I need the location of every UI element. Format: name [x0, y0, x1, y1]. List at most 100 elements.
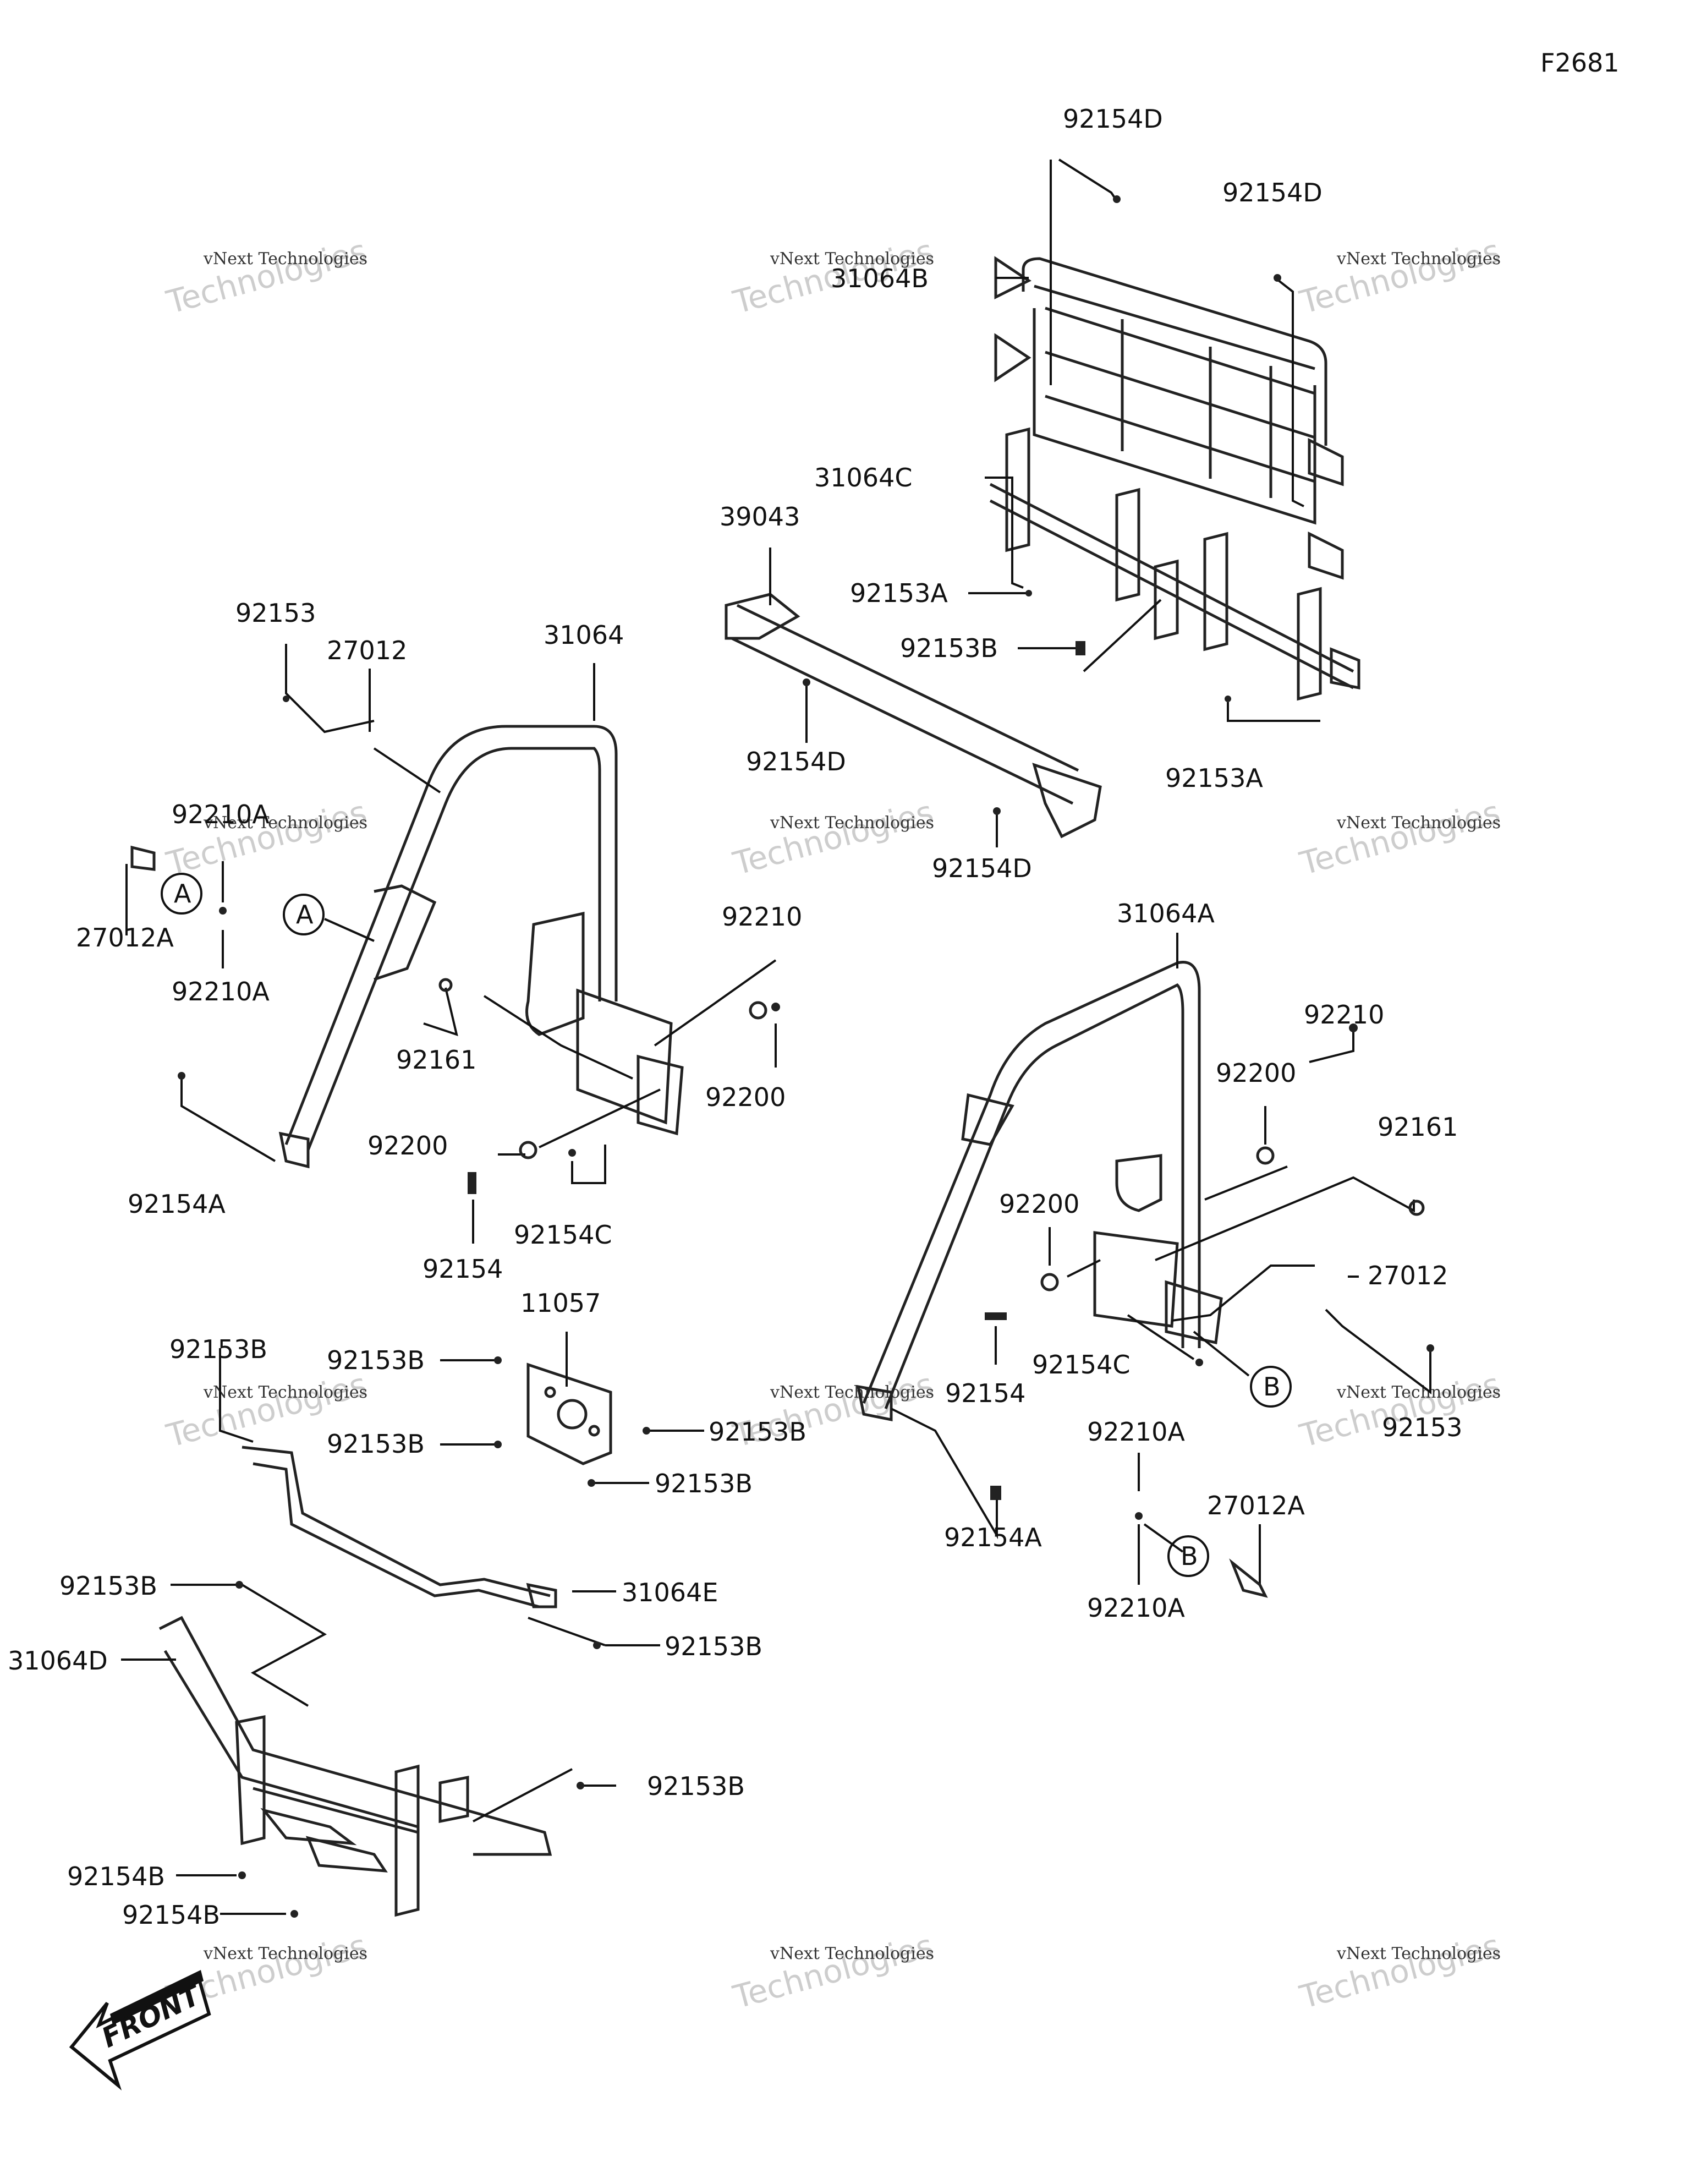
washer-92200-right: [1256, 1146, 1275, 1165]
callout-27012a-right: 27012A: [1207, 1491, 1305, 1520]
ref-b-right-label: B: [1263, 1372, 1281, 1402]
watermark-front: vNext Technologies: [770, 1383, 934, 1402]
watermark-front: vNext Technologies: [770, 813, 934, 833]
fastener-92153-left: [283, 696, 289, 702]
part-11057-plate: [526, 1362, 612, 1465]
callout-92154d-top: 92154D: [1063, 104, 1163, 134]
fastener-92153-right: [1426, 1344, 1434, 1352]
callout-27012a-left: 27012A: [76, 923, 174, 953]
fastener-92154d-top: [1113, 195, 1121, 203]
figure-code: F2681: [1540, 48, 1620, 78]
watermark-back: Technologies: [729, 793, 937, 882]
callout-92200-right: 92200: [1216, 1058, 1296, 1088]
callout-31064d: 31064D: [8, 1646, 108, 1676]
fastener-92153b-c: [643, 1427, 650, 1435]
fastener-92154d-mid: [803, 678, 810, 686]
fasteners: [130, 195, 1434, 1918]
watermark-back: Technologies: [729, 1926, 937, 2016]
ref-a-mid: A: [283, 894, 325, 935]
watermark-front: vNext Technologies: [203, 1383, 367, 1402]
watermark-front: vNext Technologies: [1336, 1944, 1501, 1963]
watermark-front: vNext Technologies: [1336, 249, 1501, 269]
callout-92200-mid-right: 92200: [999, 1189, 1079, 1219]
fastener-92154b-b: [290, 1910, 298, 1918]
callout-92161-right: 92161: [1378, 1112, 1458, 1142]
watermark-back: Technologies: [1296, 1926, 1504, 2016]
callout-92210a-left-bottom: 92210A: [172, 977, 270, 1006]
callout-92153b-e: 92153B: [655, 1469, 753, 1498]
watermark-top-left: Technologies vNext Technologies: [162, 232, 370, 321]
fastener-92154a-right: [990, 1486, 1001, 1500]
fastener-92210-right: [1349, 1023, 1358, 1032]
part-31064d-front-bumper: [158, 1616, 552, 1917]
watermark-front: vNext Technologies: [770, 249, 934, 269]
callout-92210-left: 92210: [722, 902, 802, 932]
callout-31064c: 31064C: [814, 463, 912, 492]
callout-92154a-right: 92154A: [944, 1523, 1042, 1552]
fastener-92154d-lower: [993, 807, 1001, 815]
fastener-92210-left: [771, 1003, 780, 1011]
callout-92210a-left-top: 92210A: [172, 800, 270, 829]
callout-92154d-right: 92154D: [1222, 178, 1323, 207]
fastener-92153b-e: [593, 1641, 601, 1649]
fastener-92154c-right: [1195, 1359, 1203, 1366]
callout-92153b-g: 92153B: [665, 1632, 762, 1661]
callout-92154c-left: 92154C: [514, 1220, 612, 1250]
callout-92210a-right-bottom: 92210A: [1087, 1593, 1185, 1623]
watermark-mid-right: Technologies vNext Technologies: [1296, 793, 1504, 882]
callout-92153b-h: 92153B: [647, 1771, 745, 1801]
watermark-front: vNext Technologies: [770, 1944, 934, 1963]
part-31064c-bracket-bar: [989, 427, 1360, 701]
callout-92154b-a: 92154B: [67, 1862, 165, 1891]
callout-92200-upper-left: 92200: [705, 1082, 786, 1112]
callout-92153-left: 92153: [235, 598, 316, 628]
washer-92200-mid-right: [1040, 1273, 1059, 1291]
callout-labels: 92154D 92154D 31064B 31064C 39043 92153A…: [8, 104, 1462, 1930]
washer-92200-left: [519, 1141, 537, 1159]
fastener-92153b-b: [494, 1441, 502, 1448]
watermark-mid-center: Technologies vNext Technologies: [729, 793, 937, 882]
fastener-92153b-d: [588, 1479, 595, 1487]
bolt-92154-left: [468, 1172, 476, 1194]
ref-b-lower: B: [1167, 1535, 1209, 1577]
fastener-92154c-left: [568, 1149, 576, 1157]
callout-11057: 11057: [520, 1288, 601, 1318]
watermark-front: vNext Technologies: [203, 249, 367, 269]
callout-31064a: 31064A: [1117, 899, 1215, 928]
watermark-front: vNext Technologies: [203, 1944, 367, 1963]
callout-31064e: 31064E: [622, 1578, 718, 1607]
callout-92153b-mid: 92153B: [900, 633, 998, 663]
callout-27012-left: 27012: [327, 636, 407, 665]
fastener-92154a-left: [178, 1072, 185, 1080]
callout-92154d-lower: 92154D: [932, 853, 1032, 883]
callout-92154c-right: 92154C: [1032, 1350, 1130, 1380]
callout-92153a-right: 92153A: [1165, 763, 1263, 793]
fastener-92153a-right: [1225, 696, 1231, 702]
callout-27012-right: 27012: [1368, 1261, 1448, 1290]
fastener-92153b-mid: [1076, 641, 1085, 655]
callout-31064b: 31064B: [831, 264, 929, 293]
watermark-back: Technologies: [1296, 793, 1504, 882]
callout-92154-left: 92154: [422, 1254, 503, 1284]
bolt-92154-right: [985, 1312, 1007, 1320]
fastener-92154b-a: [238, 1871, 246, 1879]
callout-92153b-a: 92153B: [169, 1334, 267, 1364]
front-arrow-indicator: FRONT: [69, 1970, 211, 2090]
watermark-back: Technologies: [1296, 232, 1504, 321]
part-31064e-bar: [242, 1446, 557, 1608]
ref-b-lower-label: B: [1181, 1541, 1198, 1571]
watermark-front: vNext Technologies: [1336, 813, 1501, 833]
fastener-92153a-left: [1025, 590, 1032, 596]
part-31064-left-rops: [278, 725, 684, 1169]
callout-92210-right: 92210: [1304, 1000, 1384, 1030]
ref-a-mid-label: A: [296, 900, 314, 929]
callout-92153-right: 92153: [1382, 1413, 1462, 1442]
ref-a-left: A: [161, 873, 202, 915]
fastener-92153b-a: [494, 1356, 502, 1364]
fastener-92210a-left: [219, 907, 227, 915]
callout-31064: 31064: [544, 620, 624, 650]
fastener-92153b-f: [235, 1581, 243, 1589]
callout-92153b-c: 92153B: [327, 1429, 425, 1459]
callout-92210a-right-top: 92210A: [1087, 1417, 1185, 1447]
